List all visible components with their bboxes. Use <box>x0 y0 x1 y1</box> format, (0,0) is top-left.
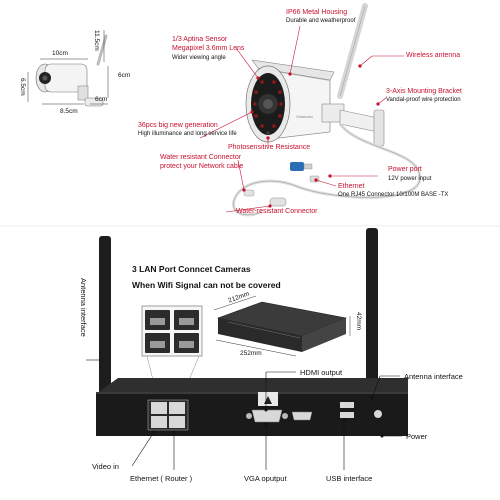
ir-title: 36pcs big new generation <box>138 122 218 129</box>
antenna-interface-right-label: Antenna interface <box>404 372 463 381</box>
nvr-dim-length: 252mm <box>240 350 262 357</box>
nvr-dim-height: 42mm <box>355 312 362 331</box>
bracket-desc: Vandal-proof wire protection <box>386 97 461 103</box>
video-in-label: Video in <box>92 462 119 471</box>
nvr-leader-lines <box>86 359 402 470</box>
nvr-antennas <box>99 228 378 436</box>
connector-title: Water resistant Connector <box>160 154 242 161</box>
dim-length: 10cm <box>52 50 68 57</box>
ethernet-title: Ethernet <box>338 183 365 190</box>
connector-desc: protect your Network cable <box>160 163 244 170</box>
ethernet-router-label: Ethernet ( Router ) <box>130 474 193 483</box>
lan-port-zoom-box <box>141 305 203 393</box>
dim-depth-b: 8.5cm <box>60 108 78 115</box>
small-camera-dimension-lines <box>27 30 109 105</box>
usb-interface-label: USB interface <box>326 474 373 483</box>
antenna-interface-left-label: Antenna interface <box>79 278 88 337</box>
sensor-desc: Wider viewing angle <box>172 55 226 61</box>
nvr-body <box>96 378 408 436</box>
ir-desc: High illuminance and long service life <box>138 131 237 137</box>
dim-side: 6cm <box>118 72 131 79</box>
vga-output-label: VGA oputput <box>244 474 287 483</box>
bracket-title: 3-Axis Mounting Bracket <box>386 88 462 95</box>
dim-depth-a: 6.5cm <box>19 78 26 96</box>
sensor-lens: Megapixel 3.6mm Lens <box>172 45 245 52</box>
housing-desc: Durable and weatherproof <box>286 18 356 24</box>
power-title: Power port <box>388 166 422 173</box>
housing-title: IP66 Metal Housing <box>286 9 348 16</box>
water-connector-label: Water-resistant Connector <box>236 208 318 215</box>
camera-leader-lines <box>199 25 404 213</box>
camera-brand-logo: Vstarcam <box>296 114 313 119</box>
dim-depth-c: 6cm <box>95 96 108 103</box>
dim-height: 11.5cm <box>93 30 100 51</box>
nvr-dimension-lines <box>213 295 351 357</box>
nvr-top-view <box>216 301 348 352</box>
sensor-title: 1/3 Aptina Sensor <box>172 36 228 43</box>
power-label: Power <box>406 432 428 441</box>
nvr-headline-2: When Wifi Signal can not be covered <box>132 280 281 290</box>
antenna-label: Wireless antenna <box>406 52 461 59</box>
power-desc: 12V power input <box>388 176 432 182</box>
hdmi-output-label: HDMI output <box>300 368 343 377</box>
large-camera-illustration <box>232 3 422 217</box>
ethernet-desc: One RJ45 Connector 10/100M BASE -TX <box>338 192 449 198</box>
nvr-headline-1: 3 LAN Port Conncet Cameras <box>132 264 251 274</box>
photo-label: Photosensitive Resistance <box>228 144 311 151</box>
